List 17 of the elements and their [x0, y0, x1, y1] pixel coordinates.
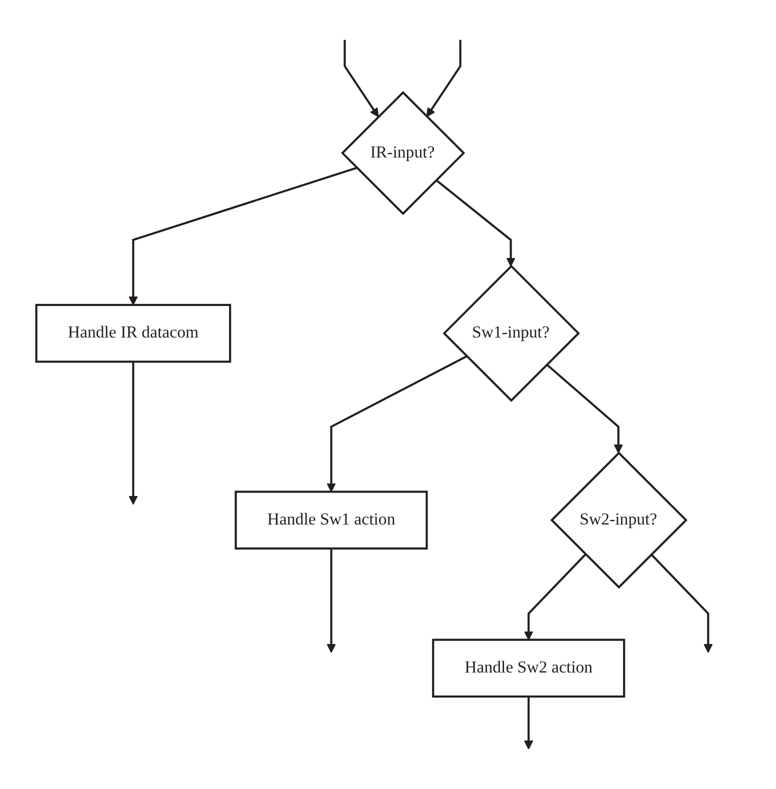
node-box: Handle Sw2 action: [432, 638, 626, 698]
arrow: [435, 179, 516, 267]
arrow: [524, 696, 534, 750]
arrow: [650, 554, 713, 653]
arrow: [344, 40, 379, 118]
arrow: [546, 364, 623, 454]
node-diamond: Sw1-input?: [442, 264, 580, 402]
node-diamond: Sw2-input?: [550, 452, 688, 589]
arrow: [326, 548, 336, 653]
arrow: [128, 166, 358, 306]
arrow: [326, 355, 468, 492]
node-box: Handle IR datacom: [35, 304, 232, 363]
node-box: Handle Sw1 action: [234, 490, 428, 550]
node-diamond: IR-input?: [340, 90, 466, 216]
arrow: [524, 554, 586, 640]
arrow: [426, 40, 462, 118]
arrow: [128, 362, 138, 505]
